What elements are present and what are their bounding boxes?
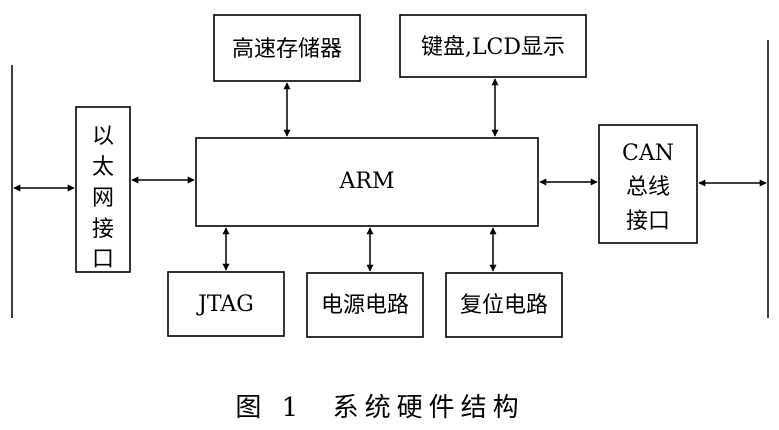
ethernet-char-2: 太 xyxy=(92,155,114,180)
jtag-box xyxy=(167,271,285,337)
can-line-1: CAN xyxy=(622,141,674,166)
reset-circuit-label: 复位电路 xyxy=(460,293,548,318)
figure-caption: 图 1 系统硬件结构 xyxy=(235,393,524,423)
keyboard-lcd-box xyxy=(399,14,587,78)
reset-circuit-box xyxy=(445,272,563,338)
ethernet-char-3: 网 xyxy=(92,186,114,211)
power-circuit-box xyxy=(306,272,424,338)
ethernet-char-1: 以 xyxy=(92,124,114,149)
can-interface-box xyxy=(598,124,698,244)
ethernet-char-5: 口 xyxy=(92,247,114,272)
ethernet-char-4: 接 xyxy=(92,217,114,242)
jtag-label: JTAG xyxy=(196,292,254,317)
arm-label: ARM xyxy=(339,169,395,194)
cache-label: 高速存储器 xyxy=(232,37,342,62)
can-line-3: 接口 xyxy=(626,209,670,234)
keyboard-lcd-label: 键盘,LCD显示 xyxy=(421,35,565,60)
arm-box xyxy=(195,137,539,227)
ethernet-interface-box xyxy=(75,106,131,273)
power-circuit-label: 电源电路 xyxy=(321,293,409,318)
can-line-2: 总线 xyxy=(626,175,670,200)
cache-box xyxy=(213,14,361,82)
